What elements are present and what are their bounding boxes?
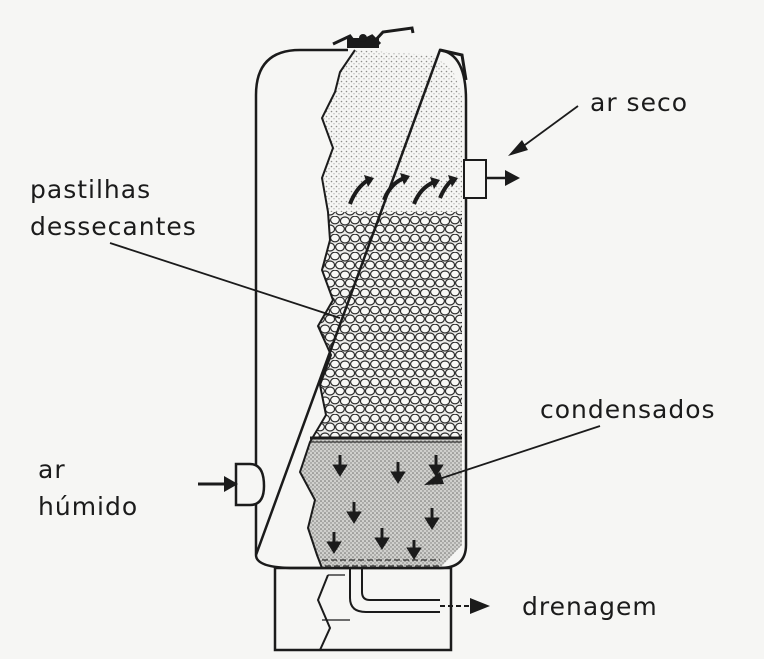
label-ar: ar <box>38 455 66 485</box>
label-pastilhas: pastilhas <box>30 175 151 205</box>
label-humido: húmido <box>38 492 138 522</box>
ar-seco-arrowhead <box>508 140 528 156</box>
humid-air-inlet <box>198 464 264 505</box>
desiccant-bed <box>295 212 475 438</box>
label-condensados: condensados <box>540 395 716 425</box>
label-drenagem: drenagem <box>522 592 658 622</box>
label-ar-seco: ar seco <box>590 88 688 118</box>
top-valve-icon <box>333 28 413 48</box>
dry-air-outlet <box>464 160 520 198</box>
drain-pipe <box>350 568 490 614</box>
label-dessecantes: dessecantes <box>30 212 197 242</box>
condensate-chamber <box>295 438 475 570</box>
